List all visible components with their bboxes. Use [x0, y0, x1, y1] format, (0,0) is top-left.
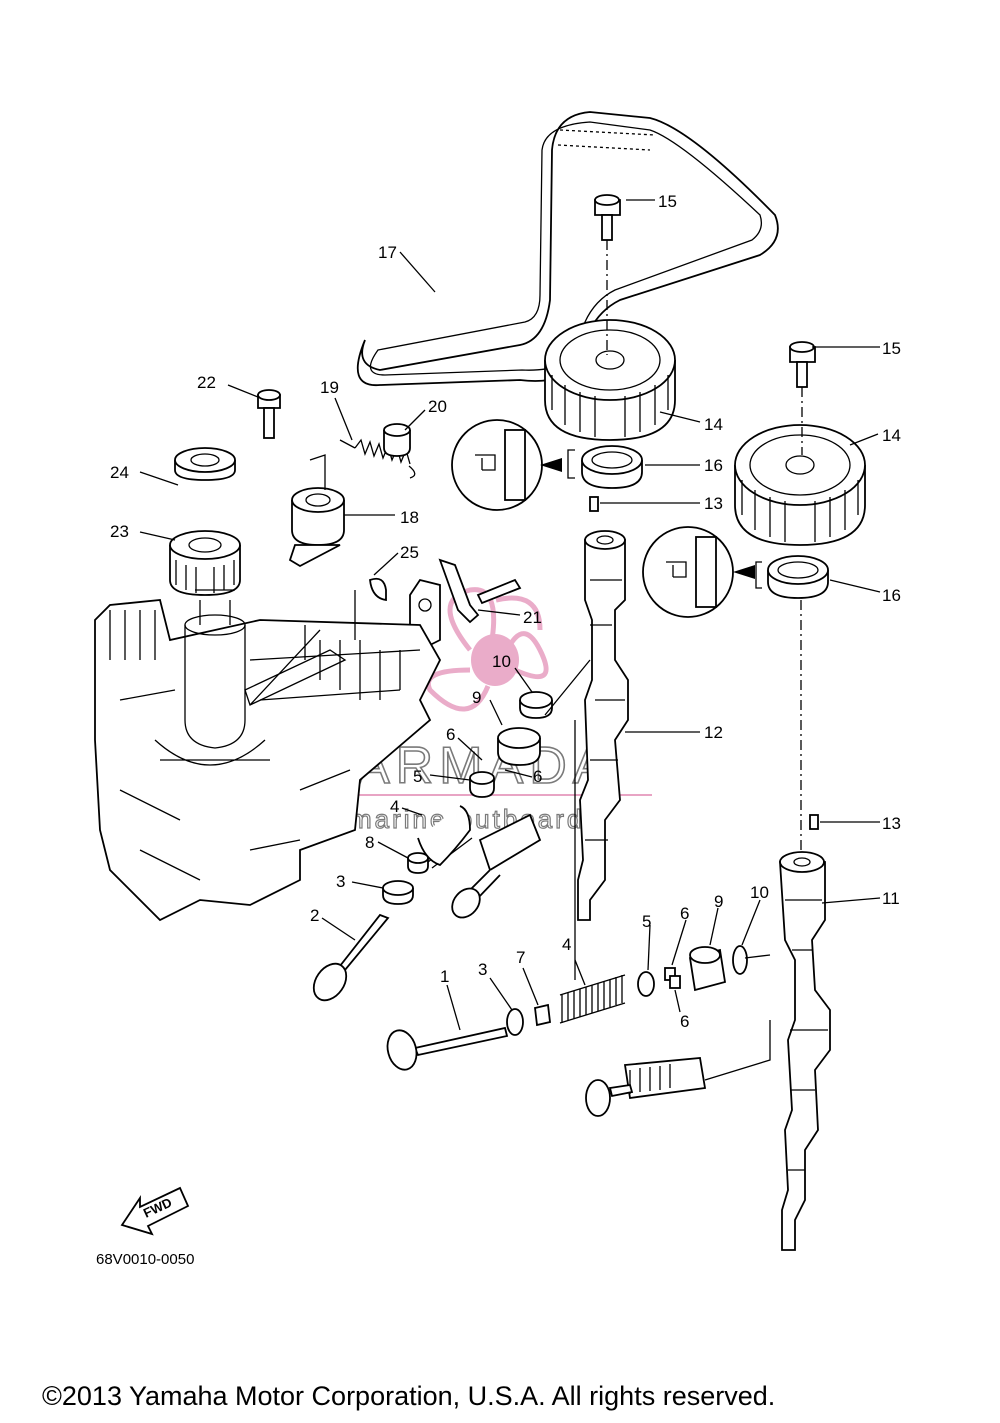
camshaft-left	[577, 530, 629, 921]
watermark-logo	[425, 587, 549, 712]
callout-10-upper: 10	[492, 652, 511, 671]
fwd-arrow-icon: FWD	[120, 1186, 190, 1236]
shim-10b	[732, 945, 748, 975]
callout-4-a: 4	[390, 797, 399, 816]
crank-sprocket	[169, 530, 241, 596]
oil-seal-right	[755, 555, 829, 599]
callout-6-a: 6	[446, 725, 455, 744]
callout-25: 25	[400, 543, 419, 562]
valve-assembled-left	[451, 813, 542, 919]
engine-block	[94, 589, 442, 922]
seal-detail-right	[642, 526, 755, 618]
timing-belt	[356, 111, 779, 386]
callout-10-lower: 10	[750, 883, 769, 902]
copyright-notice: ©2013 Yamaha Motor Corporation, U.S.A. A…	[42, 1381, 775, 1411]
callout-24: 24	[110, 463, 129, 482]
callout-12: 12	[704, 723, 723, 742]
callout-8: 8	[365, 833, 374, 852]
tensioner	[288, 454, 345, 568]
bolt-right	[789, 341, 816, 388]
retainer-5b	[637, 971, 655, 997]
sprocket-right	[734, 424, 866, 546]
callout-6-d: 6	[680, 1012, 689, 1031]
callout-16-right: 16	[882, 586, 901, 605]
shim-10	[519, 691, 553, 719]
woodruff-key	[369, 577, 387, 602]
callout-5-b: 5	[642, 912, 651, 931]
valve-spring-4b	[559, 974, 626, 1024]
valve-2	[312, 913, 390, 1002]
callout-4-b: 4	[562, 935, 571, 954]
callout-19: 19	[320, 378, 339, 397]
watermark-tagline: marine outboards	[350, 804, 600, 834]
callout-15-upper: 15	[658, 192, 677, 211]
leader-lines	[139, 199, 881, 1031]
dowel-pin-left	[589, 496, 599, 512]
dowel-pin-right	[809, 814, 819, 830]
callout-14-right: 14	[882, 426, 901, 445]
callout-3-a: 3	[336, 872, 345, 891]
callout-7: 7	[516, 948, 525, 967]
valve-1	[386, 1026, 509, 1071]
callout-3-b: 3	[478, 960, 487, 979]
callout-11: 11	[882, 889, 900, 908]
cotter-6	[664, 967, 681, 989]
callout-23: 23	[110, 522, 129, 541]
bracket-plate	[409, 558, 522, 647]
sprocket-left	[544, 319, 676, 441]
callout-16-left: 16	[704, 456, 723, 475]
valve-lifter-9b	[688, 946, 727, 992]
retainer-5a	[469, 771, 495, 798]
seat-3a	[382, 880, 414, 905]
callout-6-c: 6	[680, 904, 689, 923]
callout-18: 18	[400, 508, 419, 527]
oil-seal-left	[567, 445, 643, 489]
callout-15-right: 15	[882, 339, 901, 358]
callout-14-left: 14	[704, 415, 723, 434]
valve-lifter-9	[497, 727, 541, 766]
callout-2: 2	[310, 906, 319, 925]
callout-13-right: 13	[882, 814, 901, 833]
callout-6-b: 6	[533, 767, 542, 786]
tensioner-spring	[339, 438, 416, 479]
seal-8	[407, 852, 429, 874]
callout-9-upper: 9	[472, 688, 481, 707]
diagram-code: 68V0010-0050	[96, 1251, 194, 1268]
callout-13-left: 13	[704, 494, 723, 513]
tensioner-bolt	[257, 389, 281, 439]
callout-9-lower: 9	[714, 892, 723, 911]
callout-1: 1	[440, 967, 449, 986]
camshaft-right	[779, 851, 831, 1251]
collar	[383, 423, 411, 457]
callout-labels: 17 15 15 14 14 16 16 13 13 22 19 20 24 2…	[110, 192, 901, 1031]
seal-detail-left	[451, 419, 562, 511]
callout-21: 21	[523, 608, 542, 627]
seal-7	[534, 1003, 551, 1027]
callout-20: 20	[428, 397, 447, 416]
callout-22: 22	[197, 373, 216, 392]
callout-17: 17	[378, 243, 397, 262]
seat-3b	[506, 1008, 524, 1036]
valve-assembled-right	[585, 1057, 707, 1117]
callout-5-a: 5	[413, 767, 422, 786]
lock-nut	[174, 447, 236, 481]
